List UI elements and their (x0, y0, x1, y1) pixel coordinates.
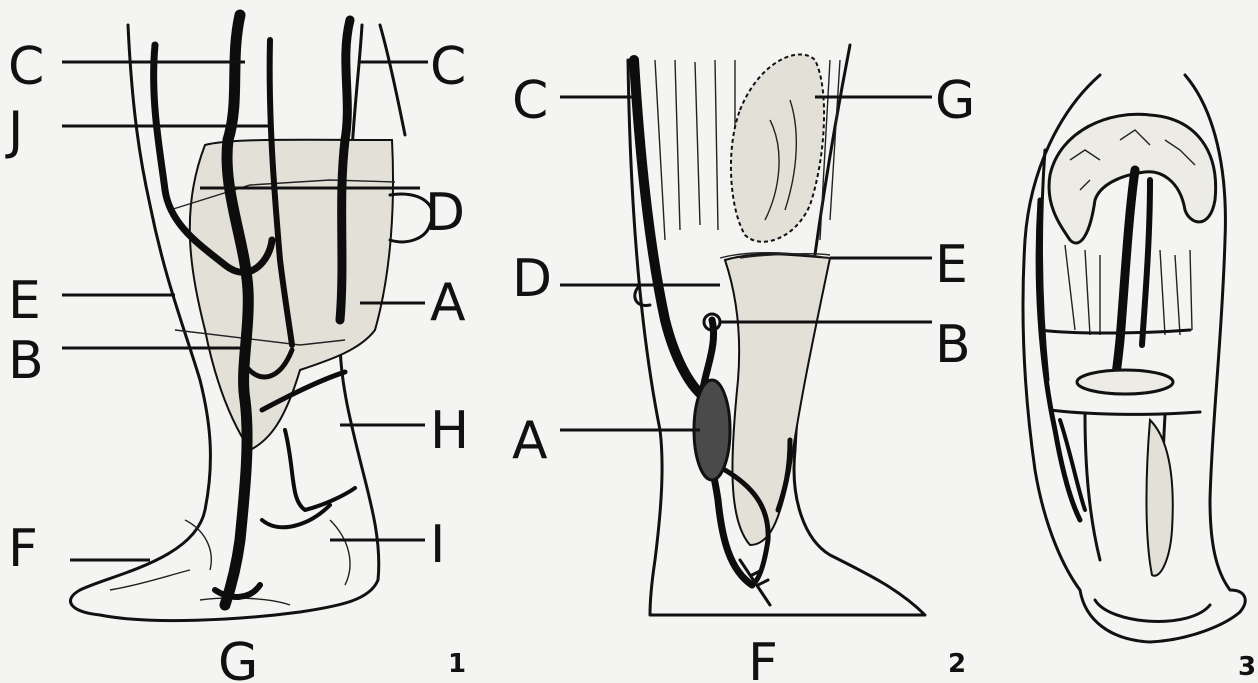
fig2-number: 2 (948, 649, 966, 679)
fig1-label-h: H (430, 401, 469, 461)
fig1-label-c-right: C (430, 37, 466, 97)
fig2-label-c: C (512, 71, 548, 131)
fig2-label-b: B (935, 315, 971, 375)
fig1-number: 1 (448, 649, 466, 679)
fig2-label-a: A (512, 411, 548, 471)
figure-3-drawing (1023, 75, 1245, 642)
fig1-label-d: D (425, 183, 465, 243)
fig2-bottom-letter: F (748, 633, 778, 683)
fig2-label-e: E (935, 235, 968, 295)
fig1-label-i: I (430, 515, 445, 575)
fig1-label-e: E (8, 271, 41, 331)
figure-3-labels: 3 (1238, 652, 1256, 682)
fig1-bottom-letter: G (218, 633, 258, 683)
fig1-label-c-left: C (8, 37, 44, 97)
fig1-label-b: B (8, 331, 44, 391)
fig2-label-d: D (512, 249, 552, 309)
fig1-label-j: J (5, 101, 23, 161)
figure-1-drawing (70, 15, 432, 621)
fig1-label-f: F (8, 519, 38, 579)
fig3-number: 3 (1238, 652, 1256, 682)
fig1-label-a: A (430, 273, 466, 333)
figure-2-drawing (628, 45, 925, 615)
fig2-label-g: G (935, 71, 975, 131)
